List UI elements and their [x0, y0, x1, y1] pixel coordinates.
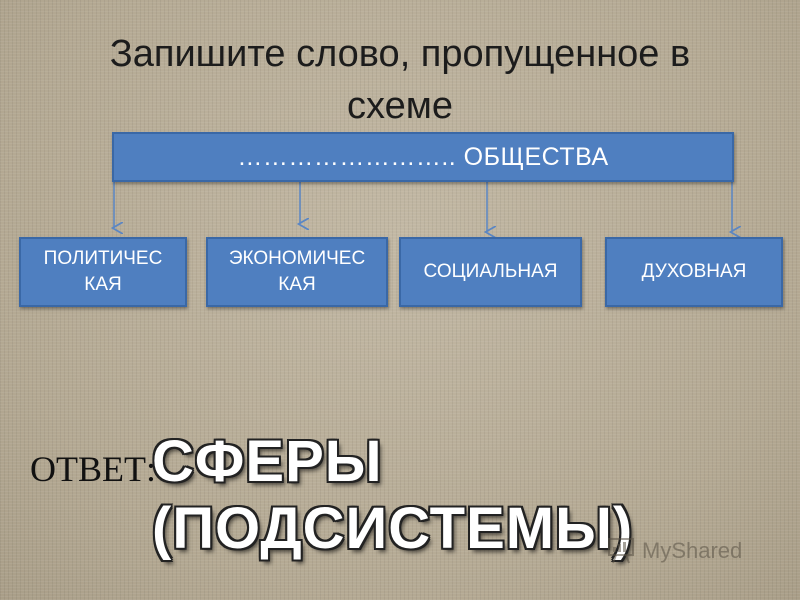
answer-value: СФЕРЫ (ПОДСИСТЕМЫ): [152, 429, 634, 561]
sphere-social: СОЦИАЛЬНАЯ: [399, 237, 582, 307]
sphere-economics: ЭКОНОМИЧЕС КАЯ: [206, 237, 388, 307]
sphere-spiritual-label: ДУХОВНАЯ: [641, 261, 747, 282]
society-box: …………………….. ОБЩЕСТВА: [112, 132, 734, 182]
sphere-economics-line1: ЭКОНОМИЧЕС: [228, 248, 366, 269]
sphere-politics-line1: ПОЛИТИЧЕС: [43, 248, 163, 269]
slide-title: Запишите слово, пропущенное в схеме: [109, 33, 691, 127]
answer-label: ОТВЕТ:: [30, 449, 156, 489]
sphere-politics: ПОЛИТИЧЕС КАЯ: [19, 237, 187, 307]
sphere-economics-line2: КАЯ: [278, 274, 316, 295]
sphere-social-label: СОЦИАЛЬНАЯ: [423, 261, 558, 282]
presentation-icon: [608, 538, 634, 564]
watermark: MyShared: [606, 536, 742, 566]
watermark-text: MyShared: [642, 538, 743, 563]
sphere-spiritual: ДУХОВНАЯ: [605, 237, 783, 307]
sphere-politics-line2: КАЯ: [84, 274, 122, 295]
